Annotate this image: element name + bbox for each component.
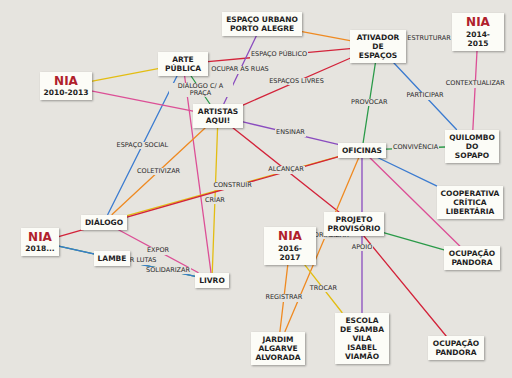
string-line	[406, 36, 452, 42]
sticky-note: ATIVADOR DE ESPAÇOS	[350, 30, 406, 63]
note-text: ESPAÇO URBANO PORTO ALEGRE	[226, 15, 298, 33]
sticky-note: DIÁLOGO	[81, 215, 127, 230]
sticky-note: COOPERATIVA CRÍTICA LIBERTÁRIA	[437, 186, 504, 219]
sticky-note: JARDIM ALGARVE ALVORADA	[251, 332, 305, 365]
note-text: DIÁLOGO	[85, 218, 123, 227]
note-text: ESCOLA DE SAMBA VILA ISABEL VIAMÃO	[339, 316, 385, 361]
string-line	[59, 246, 196, 276]
note-text: COOPERATIVA CRÍTICA LIBERTÁRIA	[441, 189, 500, 216]
sticky-note: LAMBE	[94, 251, 131, 266]
note-heading: NIA	[268, 230, 312, 244]
edge-label: REGISTRAR	[264, 294, 303, 301]
string-line	[302, 32, 350, 41]
edge-label: PROVOCAR	[350, 99, 388, 106]
string-line	[305, 265, 342, 313]
edge-label: CONVIVÊNCIA	[392, 144, 439, 151]
edge-label: APOIO	[351, 244, 374, 251]
note-text: LIVRO	[199, 276, 225, 285]
sticky-note: NIA2018...	[21, 228, 58, 257]
note-text: JARDIM ALGARVE ALVORADA	[255, 335, 301, 362]
note-text: QUILOMBO DO SOPAPO	[449, 133, 495, 160]
edge-label: ESPAÇO PÚBLICO	[250, 51, 308, 58]
sticky-note: OFICINAS	[338, 143, 386, 158]
sticky-note: ESPAÇO URBANO PORTO ALEGRE	[222, 12, 302, 36]
sticky-note: ARTE PÚBLICA	[158, 52, 208, 76]
note-text: ARTISTAS AQUI!	[197, 107, 239, 125]
edge-label: CONTEXTUALIZAR	[445, 80, 506, 87]
note-text: OCUPAÇÃO PANDORA	[432, 339, 480, 357]
edge-label: COLETIVIZAR	[136, 168, 181, 175]
sticky-note: NIA2014-2015	[452, 13, 504, 51]
edge-label: ESPAÇO SOCIAL	[116, 142, 170, 149]
string-line	[59, 246, 94, 254]
string-line	[112, 128, 205, 215]
sticky-note: NIA2016-2017	[264, 227, 316, 265]
note-text: OFICINAS	[342, 146, 382, 155]
sticky-note: ESCOLA DE SAMBA VILA ISABEL VIAMÃO	[335, 313, 389, 364]
note-text: OCUPAÇÃO PANDORA	[448, 249, 496, 267]
string-line	[243, 58, 350, 105]
note-heading: NIA	[456, 16, 500, 30]
edge-label: PARTICIPAR	[406, 92, 445, 99]
note-text: ARTE PÚBLICA	[162, 55, 204, 73]
string-line	[59, 157, 338, 237]
string-line	[473, 51, 477, 130]
sticky-note: PROJETO PROVISÓRIO	[324, 212, 385, 236]
string-line	[378, 158, 437, 186]
edge-label: EXPOR	[146, 247, 170, 254]
edge-label: ENSINAR	[275, 129, 306, 136]
edge-label: DIÁLOGO C/ A PRAÇA	[169, 83, 233, 98]
note-text: ATIVADOR DE ESPAÇOS	[354, 33, 402, 60]
edge-label: CRIAR	[204, 197, 226, 204]
edge-label: OCUPAR AS RUAS	[210, 66, 269, 73]
edge-label: ALCANÇAR	[267, 166, 304, 173]
note-text: 2016-2017	[268, 244, 312, 262]
string-line	[208, 49, 350, 62]
sticky-note: ARTISTAS AQUI!	[193, 104, 243, 128]
string-line	[394, 63, 457, 130]
note-heading: NIA	[44, 75, 89, 89]
edge-label: CONSTRUIR	[212, 182, 252, 189]
sticky-note: LIVRO	[195, 273, 229, 288]
note-text: 2010-2013	[44, 88, 89, 97]
note-text: PROJETO PROVISÓRIO	[328, 215, 381, 233]
edge-label: ESTRUTURAR	[406, 35, 451, 42]
edge-label: TROCAR	[309, 285, 338, 292]
sticky-note: OCUPAÇÃO PANDORA	[428, 336, 484, 360]
string-line	[243, 122, 338, 144]
sticky-note: QUILOMBO DO SOPAPO	[445, 130, 499, 163]
note-text: LAMBE	[98, 254, 127, 263]
string-line	[233, 128, 339, 212]
sticky-note: NIA2010-2013	[40, 72, 93, 101]
edge-label: ESPAÇOS LIVRES	[268, 78, 325, 85]
note-text: 2018...	[25, 244, 54, 253]
note-text: 2014-2015	[456, 30, 500, 48]
edge-label: SOLIDARIZAR	[145, 267, 191, 274]
string-line	[384, 233, 444, 250]
note-heading: NIA	[25, 231, 54, 245]
string-line	[92, 69, 158, 81]
sticky-note: OCUPAÇÃO PANDORA	[444, 246, 500, 270]
